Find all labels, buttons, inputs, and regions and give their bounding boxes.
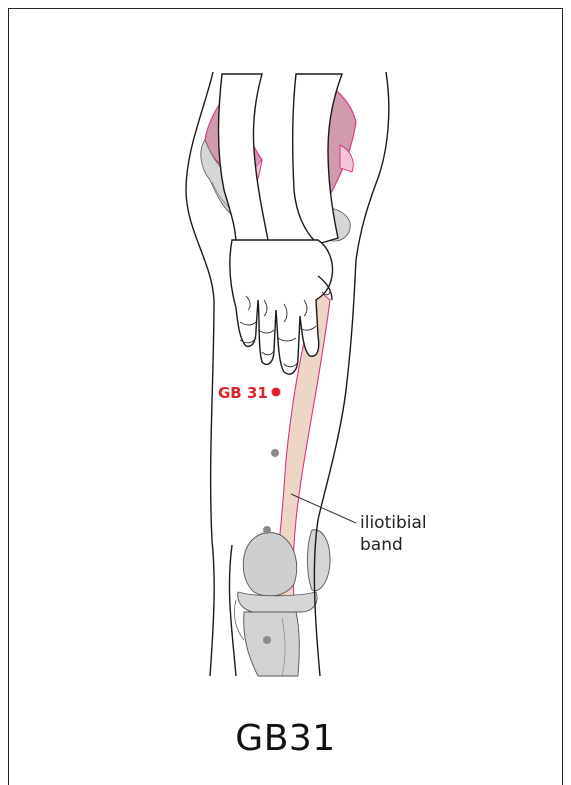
lower-point-2[interactable] <box>263 526 271 534</box>
iliotibial-label: iliotibial <box>360 513 427 533</box>
figure-caption: GB31 <box>0 718 571 759</box>
arms <box>219 74 343 244</box>
lower-point-1[interactable] <box>271 449 279 457</box>
lower-point-3[interactable] <box>263 636 271 644</box>
gb31-point-label: GB 31 <box>218 384 268 402</box>
gb31-point[interactable] <box>272 388 281 397</box>
band-label: band <box>360 535 403 555</box>
